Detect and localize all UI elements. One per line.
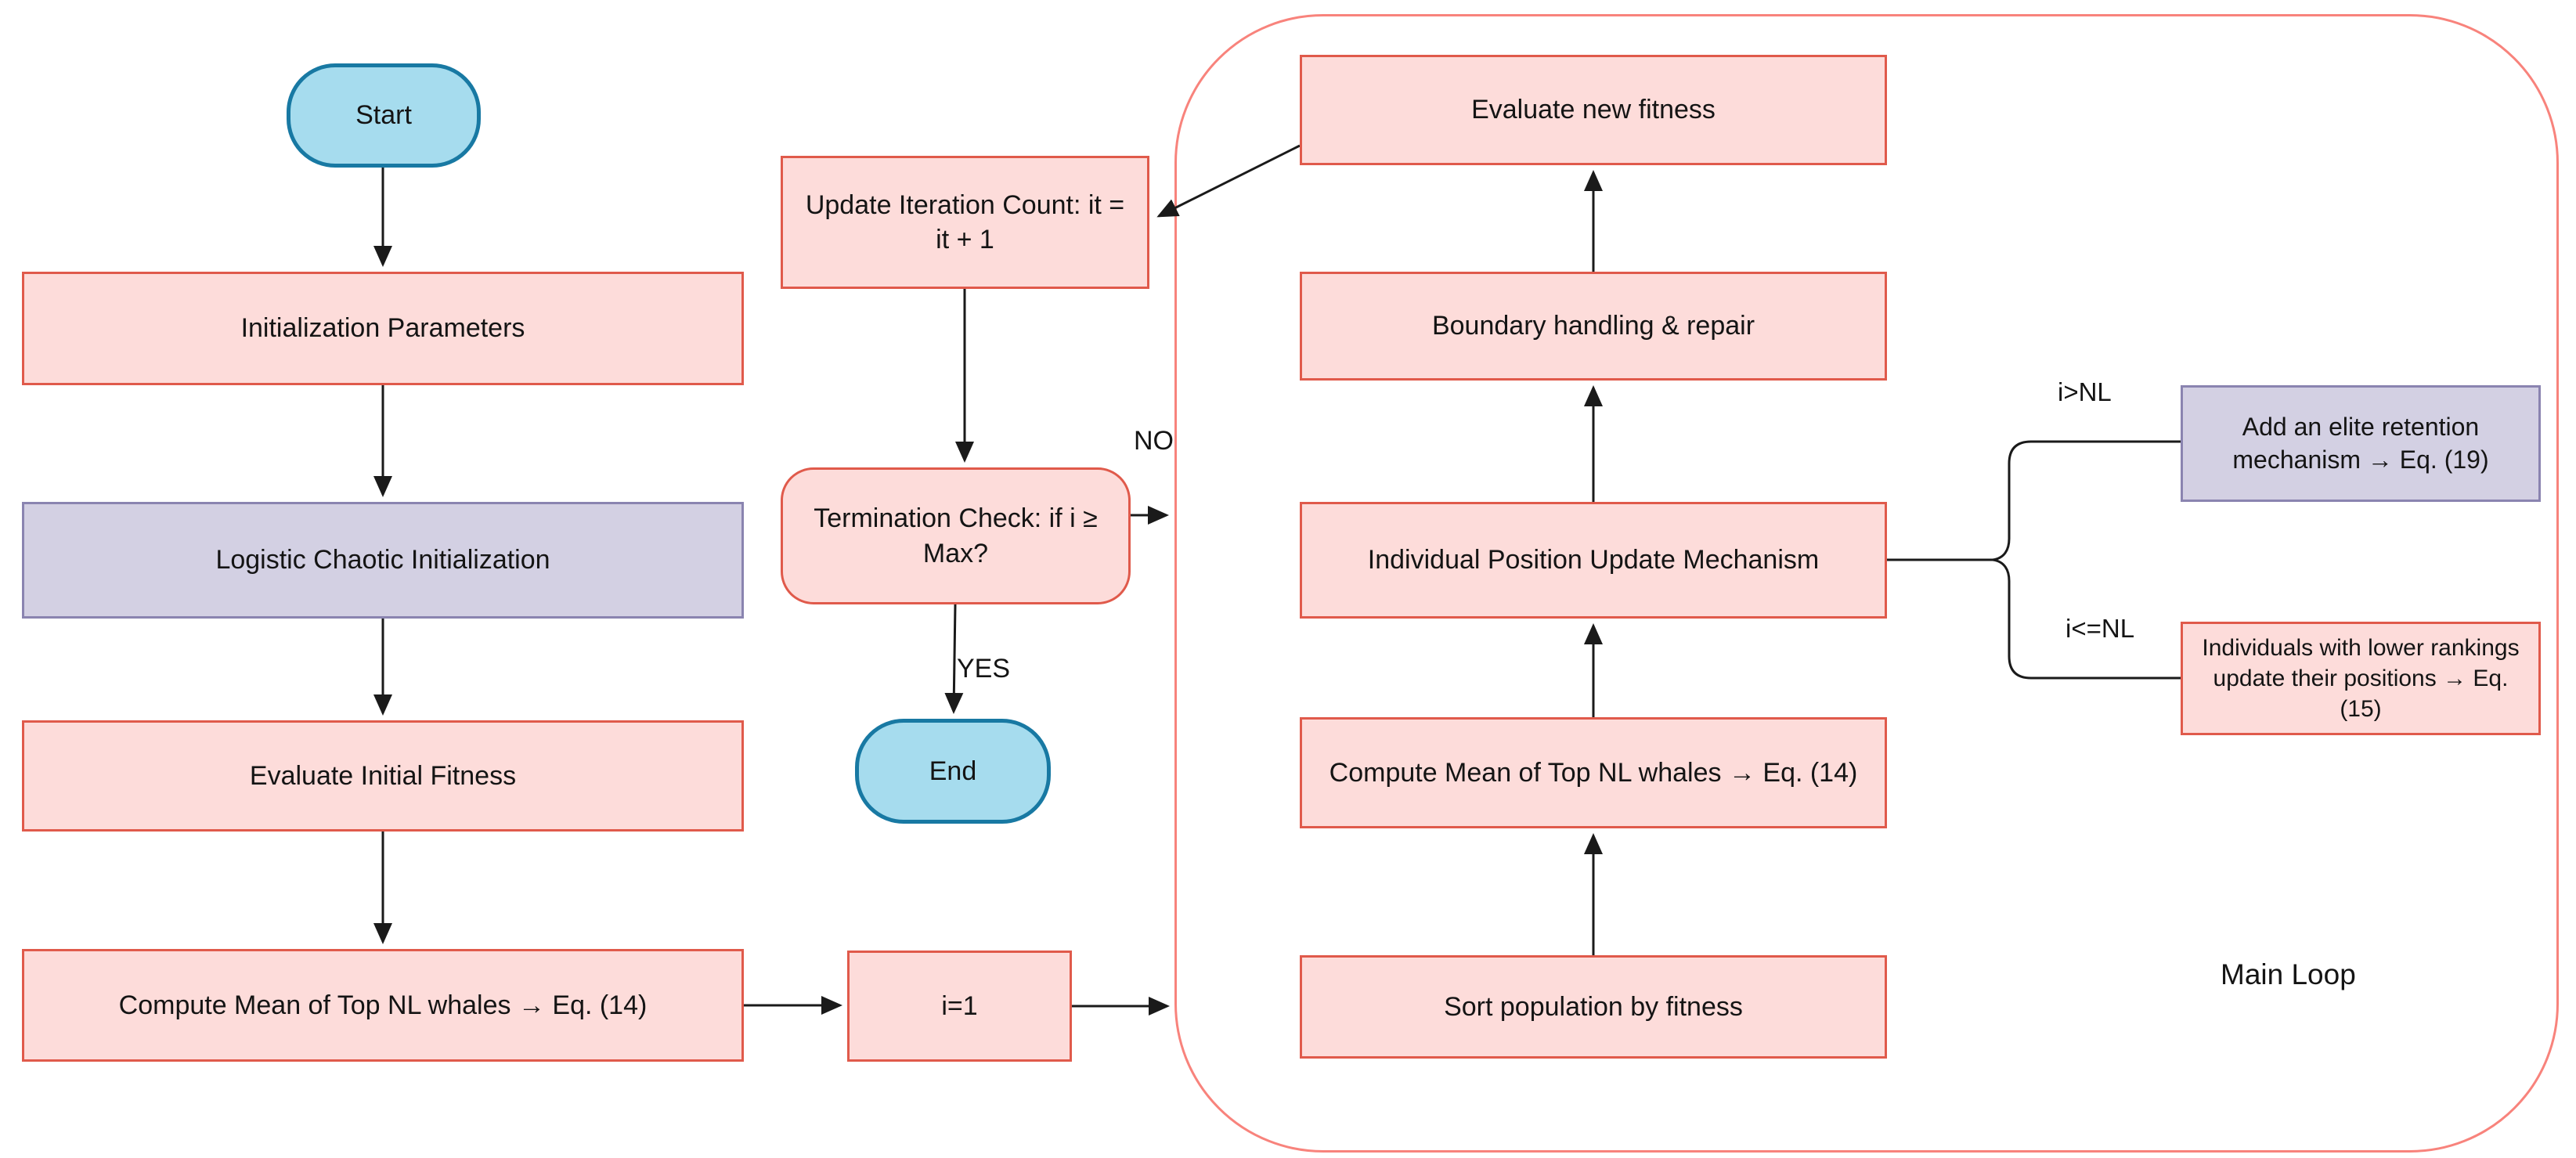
edge-branch-elite (1992, 440, 2181, 561)
node-logistic-chaotic-initialization: Logistic Chaotic Initialization (22, 502, 744, 619)
node-end: End (855, 719, 1051, 824)
node-boundary-handling-repair: Boundary handling & repair (1300, 272, 1887, 381)
node-initialization-parameters: Initialization Parameters (22, 272, 744, 385)
edge-branch-lower (1992, 558, 2181, 680)
edge-termination-end (944, 604, 964, 714)
node-individual-position-update-mechanism: Individual Position Update Mechanism (1300, 502, 1887, 619)
node-elite-retention-mechanism: Add an elite retention mechanism → Eq. (… (2181, 385, 2541, 502)
node-termination-check: Termination Check: if i ≥ Max? (781, 467, 1131, 604)
node-compute-mean-top-nl-whales-loop: Compute Mean of Top NL whales → Eq. (14) (1300, 717, 1887, 828)
main-loop-label: Main Loop (2221, 958, 2356, 990)
node-start: Start (287, 63, 481, 168)
node-evaluate-initial-fitness: Evaluate Initial Fitness (22, 720, 744, 832)
node-i-equals-1: i=1 (847, 951, 1072, 1062)
main-loop-container (1174, 14, 2559, 1153)
node-evaluate-new-fitness: Evaluate new fitness (1300, 55, 1887, 165)
node-compute-mean-top-nl-whales: Compute Mean of Top NL whales → Eq. (14) (22, 949, 744, 1062)
edge-label-no: NO (1134, 426, 1174, 456)
edge-label-i-lessequal-nl: i<=NL (2065, 614, 2135, 643)
node-sort-population-by-fitness: Sort population by fitness (1300, 955, 1887, 1059)
node-lower-rankings-update: Individuals with lower rankings update t… (2181, 622, 2541, 735)
node-update-iteration-count: Update Iteration Count: it = it + 1 (781, 156, 1149, 289)
edge-label-i-greater-nl: i>NL (2058, 377, 2112, 406)
edge-evalnew-update (1156, 144, 1301, 218)
edge-label-yes: YES (957, 654, 1011, 684)
